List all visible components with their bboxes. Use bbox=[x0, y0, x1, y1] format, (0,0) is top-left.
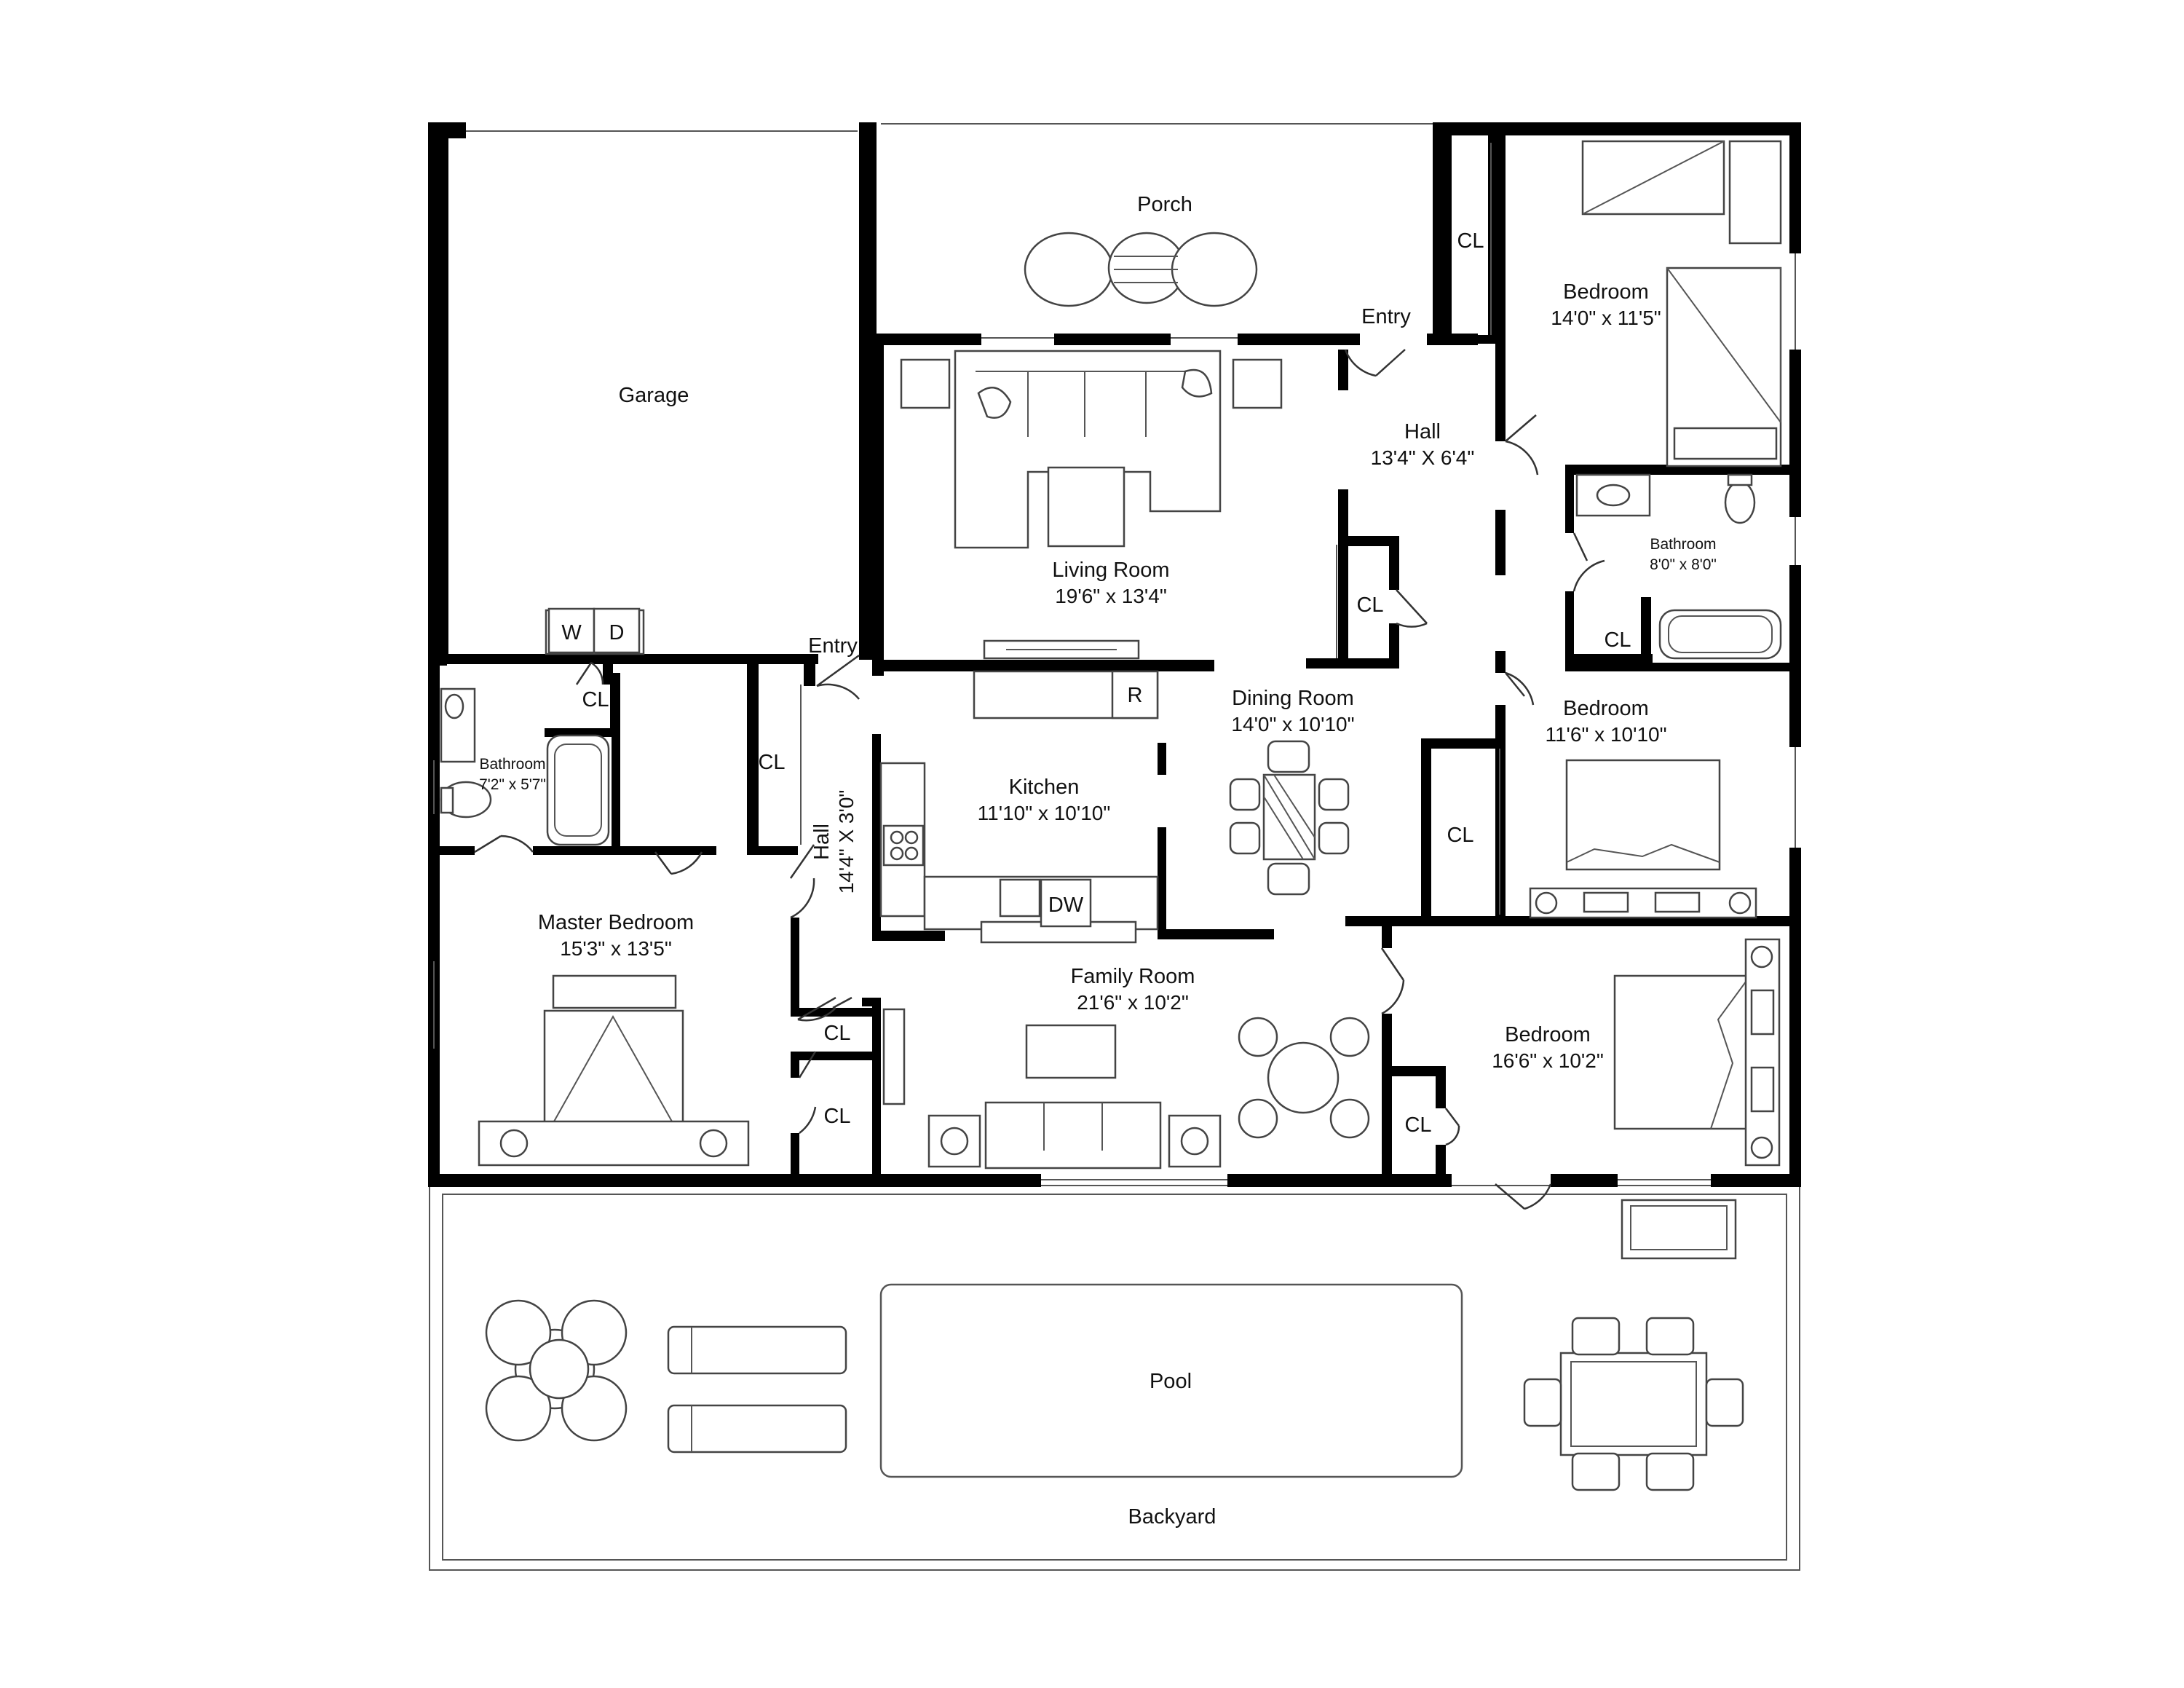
pool bbox=[879, 1283, 1463, 1478]
closet-label: CL bbox=[1604, 628, 1631, 652]
closet-rails bbox=[800, 143, 1500, 915]
living-furniture bbox=[900, 350, 1283, 660]
bedroom-ne-furniture bbox=[1581, 140, 1782, 468]
closet-label: CL bbox=[758, 751, 785, 774]
family-room-dim: 21'6" x 10'2" bbox=[1077, 991, 1189, 1014]
closet-label: CL bbox=[823, 1022, 850, 1045]
room-labels: Porch Garage Bedroom 14'0" x 11'5" Hall … bbox=[479, 193, 1717, 1529]
closet-label: CL bbox=[582, 688, 609, 711]
kitchen-fixtures bbox=[879, 670, 1159, 944]
porch-furniture bbox=[1024, 232, 1258, 307]
bedroom-ne-dim: 14'0" x 11'5" bbox=[1551, 307, 1661, 329]
master-bedroom-dim: 15'3" x 13'5" bbox=[560, 937, 672, 960]
backyard-label: Backyard bbox=[1128, 1505, 1216, 1529]
bedroom-se-name: Bedroom bbox=[1505, 1023, 1591, 1046]
family-room-furniture bbox=[882, 1008, 1370, 1170]
closet-labels: CL CL CL CL CL CL CL CL CL bbox=[582, 229, 1631, 1137]
pool-label: Pool bbox=[1150, 1370, 1192, 1393]
backyard-area bbox=[429, 1185, 1800, 1571]
bedroom-se-dim: 16'6" x 10'2" bbox=[1492, 1049, 1604, 1072]
closet-label: CL bbox=[823, 1105, 850, 1128]
dining-room-dim: 14'0" x 10'10" bbox=[1231, 713, 1354, 735]
bedroom-e-furniture bbox=[1529, 759, 1757, 919]
bathroom-e-dim: 8'0" x 8'0" bbox=[1650, 556, 1717, 573]
dining-room-name: Dining Room bbox=[1232, 687, 1354, 710]
living-room-dim: 19'6" x 13'4" bbox=[1055, 585, 1167, 607]
closet-label: CL bbox=[1356, 593, 1383, 617]
hall-west-dim: 14'4" X 3'0" bbox=[835, 790, 858, 894]
bedroom-se-furniture bbox=[1613, 938, 1781, 1167]
refrigerator-label: R bbox=[1128, 684, 1143, 707]
closet-label: CL bbox=[1447, 824, 1473, 847]
washer-dryer bbox=[547, 607, 641, 654]
doors bbox=[474, 349, 1605, 1210]
bedroom-e-dim: 11'6" x 10'10" bbox=[1545, 723, 1666, 746]
kitchen-dim: 11'10" x 10'10" bbox=[978, 802, 1111, 824]
entry-label-north: Entry bbox=[1361, 305, 1411, 328]
appliance-labels: W D R DW bbox=[561, 621, 1142, 917]
washer-label: W bbox=[561, 621, 582, 644]
bedroom-e-name: Bedroom bbox=[1563, 697, 1649, 720]
entry-labels: Entry Entry bbox=[808, 305, 1411, 658]
garage-label: Garage bbox=[619, 384, 689, 407]
backyard-furniture bbox=[485, 1199, 1744, 1491]
kitchen-name: Kitchen bbox=[1009, 776, 1080, 799]
bathroom-w-name: Bathroom bbox=[479, 756, 545, 773]
bathroom-w-dim: 7'2" x 5'7" bbox=[479, 776, 546, 793]
porch-label: Porch bbox=[1137, 193, 1192, 216]
dryer-label: D bbox=[609, 621, 625, 644]
dishwasher-label: DW bbox=[1048, 894, 1084, 917]
porch-area bbox=[466, 123, 1443, 132]
closet-label: CL bbox=[1404, 1113, 1431, 1137]
family-room-name: Family Room bbox=[1071, 965, 1195, 988]
windows bbox=[433, 253, 1796, 1180]
bathroom-e-name: Bathroom bbox=[1650, 536, 1716, 553]
master-bedroom-furniture bbox=[478, 974, 750, 1167]
living-room-name: Living Room bbox=[1052, 559, 1169, 582]
bedroom-ne-name: Bedroom bbox=[1563, 280, 1649, 304]
entry-label-west: Entry bbox=[808, 634, 858, 658]
hall-west-name: Hall bbox=[810, 824, 834, 860]
dining-furniture bbox=[1229, 740, 1350, 896]
closet-label: CL bbox=[1457, 229, 1484, 253]
master-bedroom-name: Master Bedroom bbox=[538, 911, 694, 934]
hall-north-name: Hall bbox=[1404, 420, 1441, 443]
bathroom-e-fixtures bbox=[1575, 473, 1782, 660]
hall-north-dim: 13'4" X 6'4" bbox=[1371, 446, 1475, 469]
